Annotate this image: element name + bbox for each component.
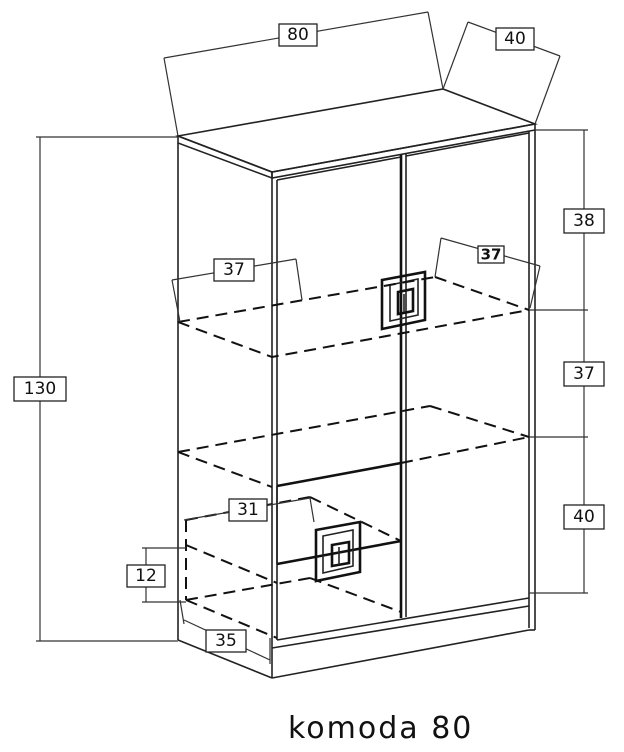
door-handle-icon [380, 270, 427, 331]
dim-label-bottom-depth: 35 [205, 629, 247, 653]
hidden-shelf-upper [177, 276, 530, 359]
dim-label-depth: 40 [495, 27, 535, 51]
dim-text-lower-section: 40 [573, 507, 595, 527]
dim-text-drawer-height: 12 [135, 566, 157, 586]
dim-text-height-total: 130 [24, 379, 56, 399]
dim-label-upper-shelf-right: 37 [477, 245, 505, 264]
dim-text-drawer-depth: 31 [237, 500, 259, 520]
hidden-drawer-box [185, 496, 402, 639]
dim-text-upper-shelf-left: 37 [223, 260, 245, 280]
dim-label-width: 80 [278, 23, 318, 47]
dim-text-upper-shelf-right: 37 [481, 246, 502, 264]
dim-label-middle-section: 37 [563, 361, 605, 387]
dim-label-upper-shelf-left: 37 [213, 258, 255, 282]
dim-text-depth: 40 [504, 29, 526, 49]
dim-text-bottom-depth: 35 [215, 631, 237, 651]
drawer-handle-icon [314, 520, 362, 583]
hidden-shelf-middle [177, 405, 530, 488]
drawing-caption: komoda 80 [288, 711, 473, 746]
dim-label-height-total: 130 [13, 376, 67, 402]
dimension-lines [36, 11, 588, 664]
cabinet-body [175, 88, 538, 679]
dim-label-lower-section: 40 [563, 504, 605, 530]
dim-text-width: 80 [287, 25, 309, 45]
dim-label-drawer-depth: 31 [228, 498, 268, 522]
dim-label-upper-section: 38 [563, 208, 605, 234]
dim-label-drawer-height: 12 [126, 564, 166, 588]
dim-text-middle-section: 37 [573, 364, 595, 384]
dim-text-upper-section: 38 [573, 211, 595, 231]
